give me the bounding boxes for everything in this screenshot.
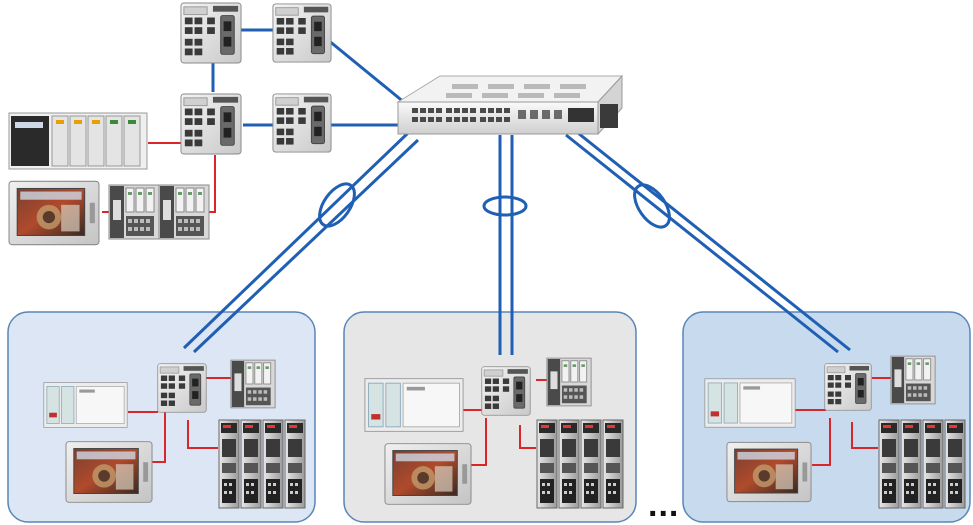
zone-switch (481, 366, 531, 416)
hmi-terminal (8, 180, 100, 246)
hmi-terminal (384, 443, 472, 505)
servo-drive (240, 419, 262, 509)
servo-drive (218, 419, 240, 509)
controller (43, 382, 128, 428)
servo-drive (558, 419, 580, 509)
distribution-switch-2 (272, 3, 332, 63)
io-adapter (890, 355, 936, 405)
io-adapter (158, 184, 210, 240)
servo-drive (602, 419, 624, 509)
controller (704, 378, 796, 428)
zone-switch (157, 363, 207, 413)
servo-drive (284, 419, 306, 509)
zone-switch (824, 363, 872, 411)
distribution-switch-1 (180, 2, 242, 64)
distribution-switch-4 (272, 93, 332, 153)
servo-drive (580, 419, 602, 509)
io-adapter (230, 359, 276, 409)
plc-chassis (8, 112, 148, 170)
link-bundle-markers (318, 182, 671, 229)
core-switch (396, 74, 624, 136)
servo-drive (900, 419, 922, 509)
servo-drive (878, 419, 900, 509)
servo-drive (262, 419, 284, 509)
distribution-switch-3 (180, 93, 242, 155)
servo-drive (944, 419, 966, 509)
hmi-terminal (65, 441, 153, 503)
controller (364, 378, 464, 432)
io-adapter (546, 357, 592, 407)
io-adapter (108, 184, 160, 240)
more-zones-ellipsis: ... (648, 486, 680, 524)
fiber-links (182, 28, 851, 355)
servo-drive (922, 419, 944, 509)
servo-drive (536, 419, 558, 509)
copper-links (102, 142, 892, 466)
hmi-terminal (726, 441, 812, 503)
